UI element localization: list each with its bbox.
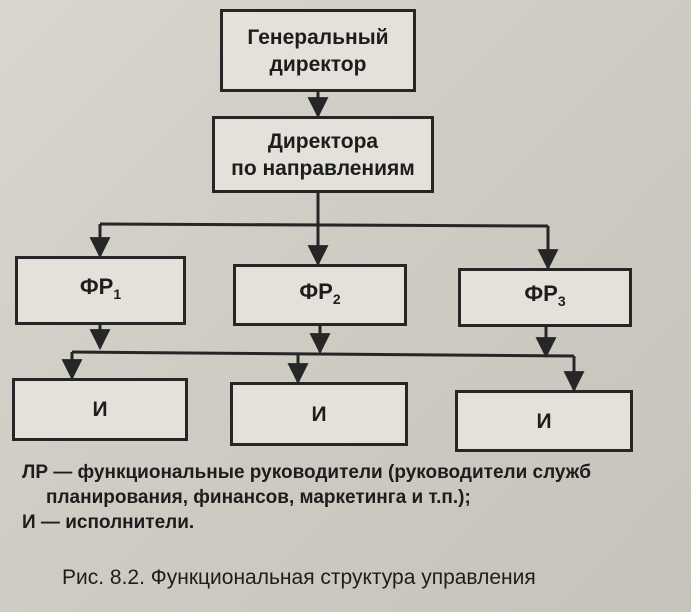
fr2-label: ФР2 — [299, 278, 341, 307]
general-director-box: Генеральный директор — [220, 9, 416, 92]
legend-line-1: ЛР — функциональные руководители (руково… — [22, 462, 591, 483]
general-director-line1: Генеральный — [247, 25, 389, 49]
executor-2-label: И — [311, 402, 327, 426]
executor-box-1: И — [12, 378, 188, 441]
legend-line-2: планирования, финансов, маркетинга и т.п… — [46, 487, 471, 508]
general-director-line2: директор — [269, 52, 367, 76]
bus-upper — [99, 222, 549, 228]
directors-line2: по направлениям — [231, 156, 415, 180]
directors-line1: Директора — [267, 129, 379, 153]
executor-box-2: И — [230, 382, 408, 446]
legend: ЛР — функциональные руководители (руково… — [22, 460, 591, 535]
directors-box: Директора по направлениям — [212, 116, 434, 193]
bus-lower — [71, 350, 575, 358]
fr1-label: ФР1 — [79, 274, 122, 302]
figure-caption: Рис. 8.2. Функциональная структура управ… — [62, 566, 536, 589]
functional-manager-box-1: ФР1 — [15, 256, 186, 325]
executor-3-label: И — [536, 409, 552, 433]
executor-1-label: И — [92, 398, 108, 421]
executor-box-3: И — [455, 390, 633, 452]
fr3-label: ФР3 — [524, 281, 566, 309]
legend-line-3: И — исполнители. — [22, 512, 195, 533]
functional-manager-box-2: ФР2 — [233, 264, 407, 326]
functional-manager-box-3: ФР3 — [458, 268, 632, 327]
